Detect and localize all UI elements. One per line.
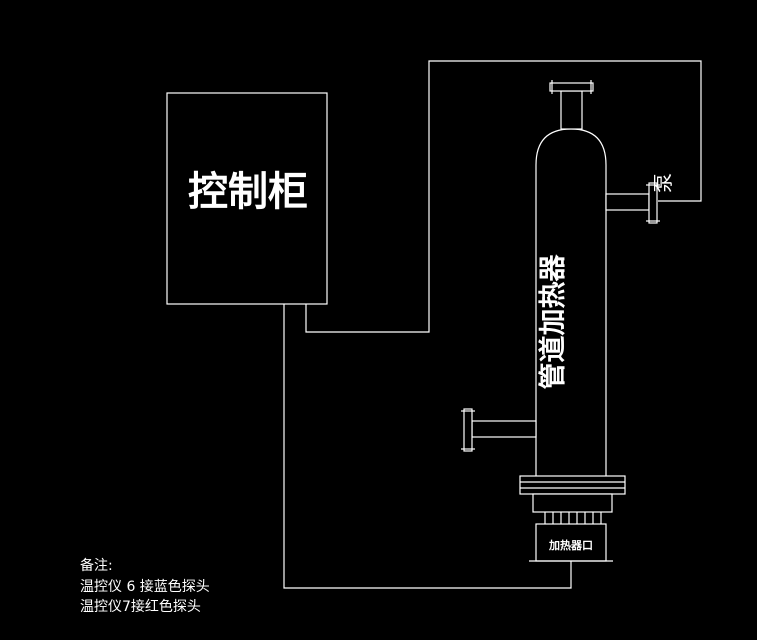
bottom-flange	[519, 475, 626, 495]
outlet-nozzle	[605, 193, 650, 211]
heating-element-base	[532, 493, 613, 513]
wire-cabinet-to-pump	[305, 60, 702, 333]
inlet-flange	[463, 408, 473, 452]
top-flange	[549, 82, 594, 92]
control-cabinet-label: 控制柜	[188, 169, 308, 215]
control-cabinet-box	[166, 92, 328, 305]
terminal-box	[535, 523, 607, 562]
notes-title: 备注:	[80, 558, 113, 574]
notes-line-1: 温控仪 6 接蓝色探头	[80, 579, 210, 595]
terminal-leads	[544, 512, 602, 524]
wire-cabinet-to-sensor	[283, 304, 572, 589]
outlet-flange	[648, 182, 658, 224]
top-nozzle	[560, 90, 583, 130]
inlet-nozzle	[471, 420, 537, 438]
notes-line-2: 温控仪7接红色探头	[80, 599, 201, 615]
terminal-box-label: 加热器口	[548, 538, 593, 552]
heater-label: 管道加热器	[537, 254, 569, 390]
pump-label: 泵	[651, 173, 675, 193]
